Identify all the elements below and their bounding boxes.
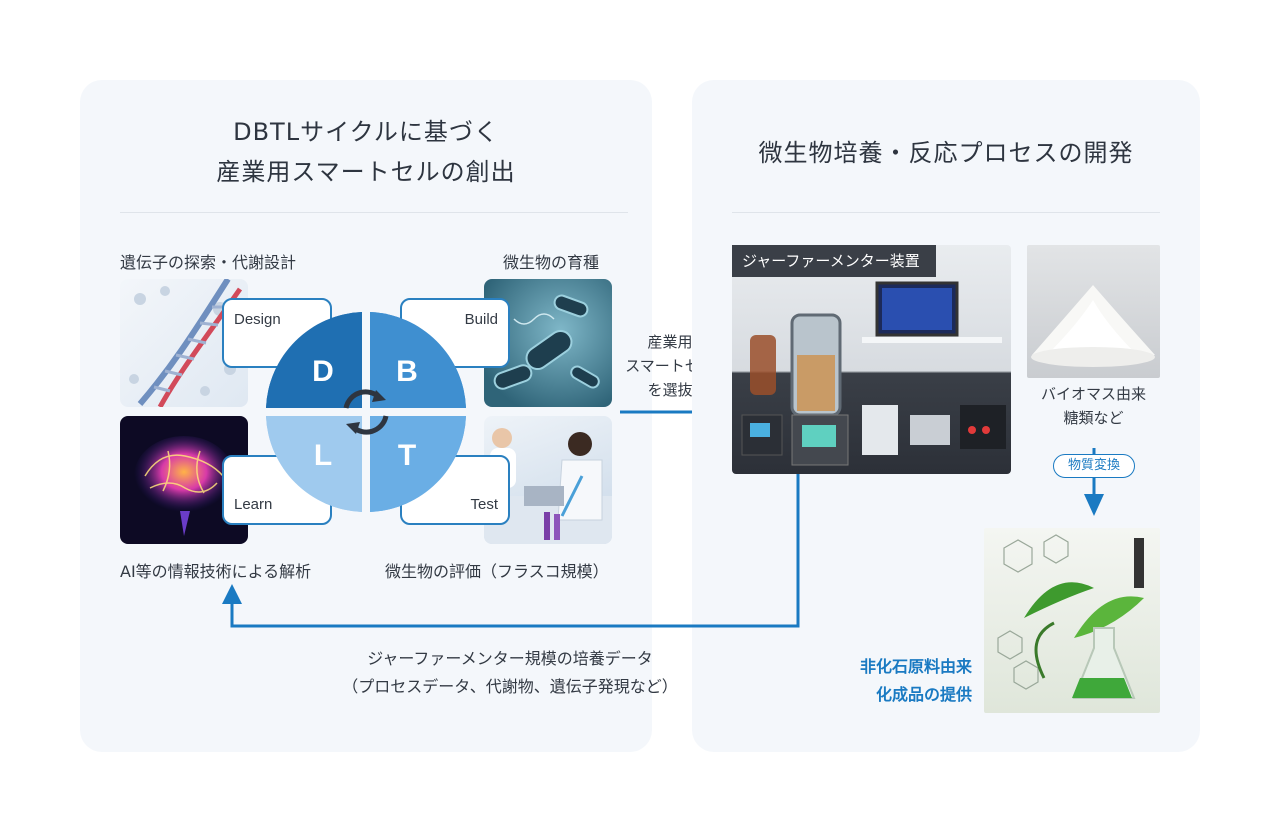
fermenter-photo: [732, 245, 1011, 474]
conversion-badge: 物質変換: [1053, 454, 1135, 478]
product-caption: 非化石原料由来 化成品の提供: [859, 657, 972, 704]
label-design: 遺伝子の探索・代謝設計: [120, 253, 297, 272]
process-title: 微生物培養・反応プロセスの開発: [758, 139, 1134, 167]
label-test: 微生物の評価（フラスコ規模）: [385, 562, 609, 581]
left-divider: [120, 212, 628, 213]
letter-b: B: [396, 355, 418, 388]
plant-flask-photo: [984, 528, 1160, 713]
fermenter-badge: ジャーファーメンター装置: [732, 245, 936, 277]
feedback-caption: ジャーファーメンター規模の培養データ （プロセスデータ、代謝物、遺伝子発現など）: [342, 649, 678, 696]
test-box-text: Test: [470, 496, 498, 513]
letter-l: L: [314, 439, 332, 472]
learn-box-text: Learn: [234, 496, 273, 513]
dbtl-title: DBTLサイクルに基づく 産業用スマートセルの創出: [216, 118, 516, 186]
build-box-text: Build: [464, 311, 498, 328]
powder-photo: [1027, 245, 1160, 378]
letter-t: T: [398, 439, 416, 472]
label-build: 微生物の育種: [503, 253, 600, 272]
label-learn: AI等の情報技術による解析: [120, 562, 312, 581]
letter-d: D: [312, 355, 334, 388]
design-box-text: Design: [234, 311, 281, 328]
right-divider: [732, 212, 1160, 213]
biomass-caption: バイオマス由来 糖類など: [1040, 385, 1146, 427]
dbtl-cycle-overlay: D B L T: [266, 312, 466, 512]
feedback-arrow: [222, 474, 800, 628]
